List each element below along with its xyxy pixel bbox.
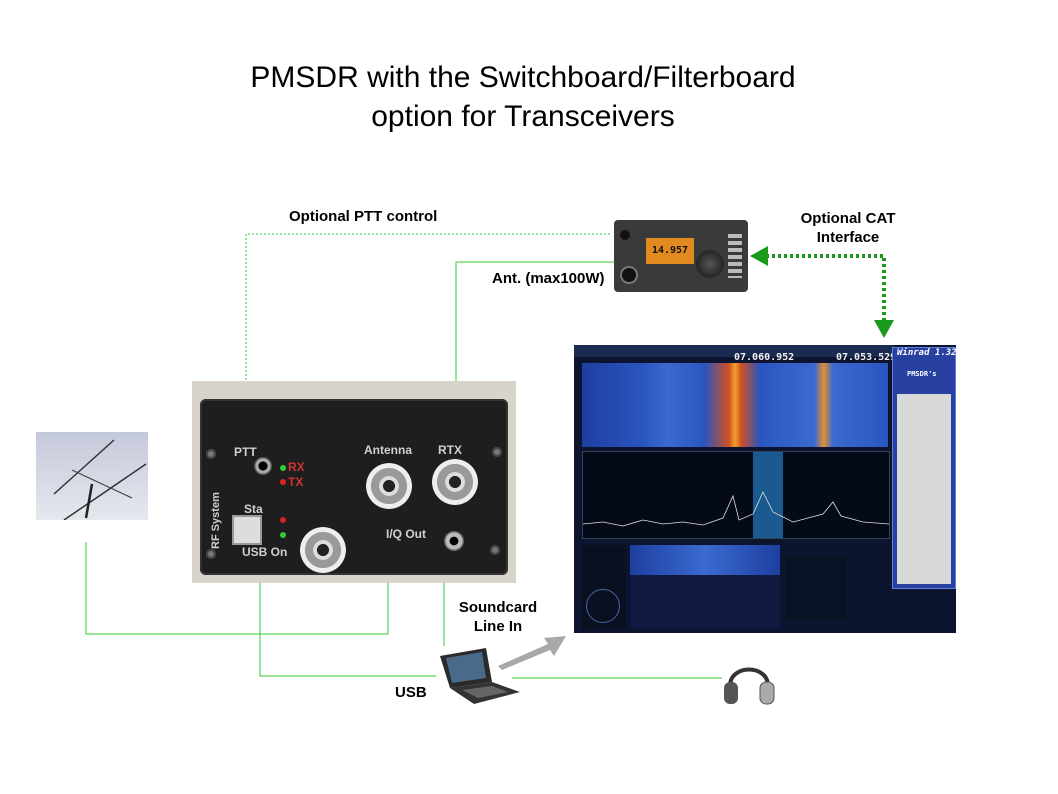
antenna-port-label: Antenna: [364, 443, 412, 457]
screw-icon: [490, 545, 500, 555]
title-line-2: option for Transceivers: [371, 100, 675, 133]
usb-label: USB: [395, 684, 427, 701]
cat-link: [766, 254, 886, 320]
keypad-icon: [728, 234, 742, 278]
headphones-icon: [724, 667, 775, 705]
screen-freq-main: 07.060.952: [734, 352, 795, 363]
cat-label-line2: Interface: [816, 229, 880, 246]
cat-label: Optional CAT Interface: [790, 209, 906, 247]
mode-panel: [786, 555, 846, 621]
mic-jack-icon: [620, 266, 638, 284]
passband-highlight: [753, 452, 783, 538]
laptop: [438, 648, 520, 710]
diagram-title: PMSDR with the Switchboard/Filterboard o…: [0, 58, 1046, 136]
ptt-jack-icon: [254, 457, 272, 475]
antenna-photo: [36, 432, 148, 521]
soundcard-label: Soundcard Line In: [448, 598, 548, 636]
dial-icon: [586, 589, 620, 623]
ptt-label: Optional PTT control: [289, 208, 438, 225]
plugin-title: PMSDR's: [907, 370, 937, 378]
title-line-1: PMSDR with the Switchboard/Filterboard: [250, 61, 796, 94]
external-antenna-wire: [85, 540, 389, 635]
iq-out-label: I/Q Out: [386, 527, 426, 541]
antenna-bnc-icon: [366, 463, 412, 509]
rx-led-icon: [280, 465, 286, 471]
iq-jack-icon: [444, 531, 464, 551]
rx-bnc-icon: [300, 527, 346, 573]
tuning-knob-icon: [696, 250, 724, 278]
soundcard-line2: Line In: [473, 618, 523, 635]
tx-led-icon: [280, 479, 286, 485]
transceiver: 14.957: [614, 220, 748, 292]
audio-waterfall-strip: [630, 545, 780, 575]
sta-led-icon: [280, 517, 286, 523]
waterfall-display: [582, 363, 888, 447]
rtx-port-label: RTX: [438, 443, 462, 457]
spectrum-display: [582, 451, 890, 539]
audio-waterfall: [630, 545, 780, 629]
soundcard-line1: Soundcard: [458, 599, 538, 616]
ptt-port-label: PTT: [234, 445, 257, 459]
screw-icon: [206, 549, 216, 559]
usb-on-label: USB On: [242, 545, 288, 559]
spectrum-trace: [583, 491, 889, 527]
sta-label: Sta: [244, 502, 263, 516]
data-arrow: [498, 636, 566, 670]
rtx-bnc-icon: [432, 459, 478, 505]
laptop-icon: [440, 648, 520, 704]
plugin-panel: Winrad 1.32 PMSDR's: [892, 347, 956, 589]
screen-toolbar: [574, 345, 894, 357]
tx-label: TX: [288, 475, 304, 489]
pmsdr-device: RF System PTT RX TX Antenna RTX Sta USB …: [192, 381, 516, 583]
screw-icon: [492, 447, 502, 457]
radio-display: 14.957: [646, 238, 694, 264]
brand-label: RF System: [210, 492, 222, 549]
yagi-antenna-icon: [53, 439, 147, 521]
rx-label: RX: [288, 460, 305, 474]
power-knob-icon: [620, 230, 630, 240]
antenna-wire: [455, 261, 614, 440]
winrad-screenshot: 07.060.952 07.053.529 Winrad 1.32 PMSDR'…: [574, 345, 956, 633]
usb-wire: [259, 552, 436, 677]
cat-arrow-down: [874, 320, 894, 338]
screw-icon: [206, 449, 216, 459]
cat-label-line1: Optional CAT: [800, 210, 896, 227]
ptt-wire: [245, 233, 612, 452]
on-led-icon: [280, 532, 286, 538]
usb-port-icon: [232, 515, 262, 545]
smeter-panel: [582, 545, 626, 629]
cat-arrow-left: [750, 246, 768, 266]
antenna-max-label: Ant. (max100W): [492, 270, 605, 287]
app-title: Winrad 1.32: [897, 348, 956, 358]
headphones: [722, 656, 776, 710]
screen-freq-lo: 07.053.529: [836, 352, 897, 363]
plugin-controls: [897, 394, 951, 584]
device-enclosure: RF System PTT RX TX Antenna RTX Sta USB …: [200, 399, 508, 575]
